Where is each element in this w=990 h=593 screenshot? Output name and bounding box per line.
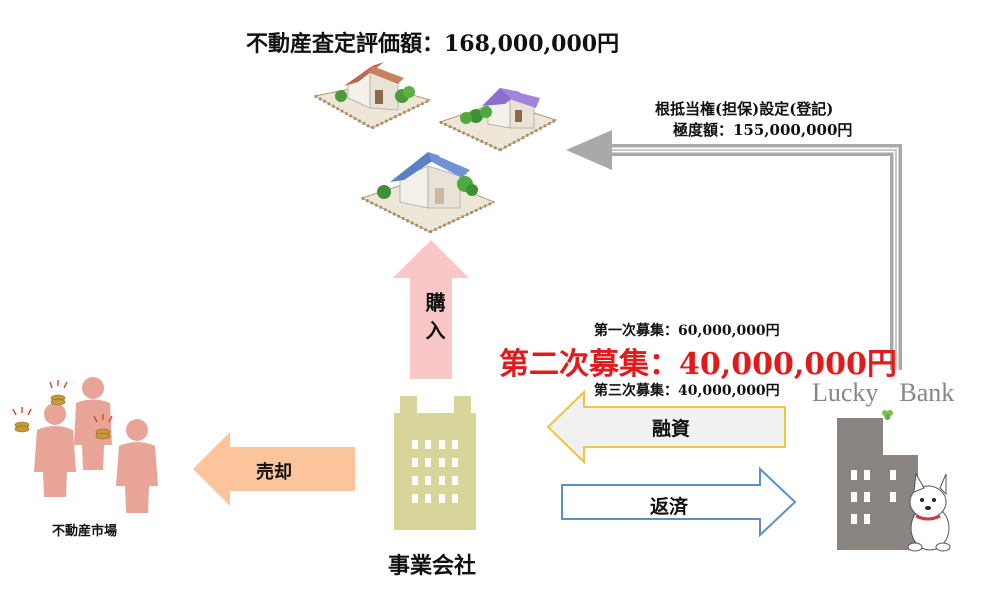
bank-name-part1: Lucky [812, 378, 879, 407]
repay-label: 返済 [650, 496, 689, 518]
market-label: 不動産市場 [52, 524, 118, 539]
appraisal-label: 不動産査定評価額：168,000,000円 [246, 31, 620, 57]
house-icon [438, 88, 558, 152]
first-round-label: 第一次募集：60,000,000円 [594, 323, 780, 339]
mortgage-label-line2: 極度額：155,000,000円 [673, 121, 853, 139]
mortgage-label-line1: 根抵当権(担保)設定(登記) [655, 100, 834, 118]
bank-name: Lucky Bank [812, 378, 955, 420]
bank-name-part2: Bank [899, 378, 955, 407]
second-round-label: 第二次募集：40,000,000円 [499, 347, 897, 382]
clover-icon [881, 391, 893, 420]
third-round-label: 第三次募集：40,000,000円 [594, 383, 780, 399]
company-name: 事業会社 [388, 553, 477, 579]
house-icon [360, 152, 496, 234]
sale-label: 売却 [256, 462, 292, 483]
purchase-label: 購入 [422, 292, 446, 348]
house-icon [313, 62, 432, 130]
loan-label: 融資 [652, 418, 691, 440]
